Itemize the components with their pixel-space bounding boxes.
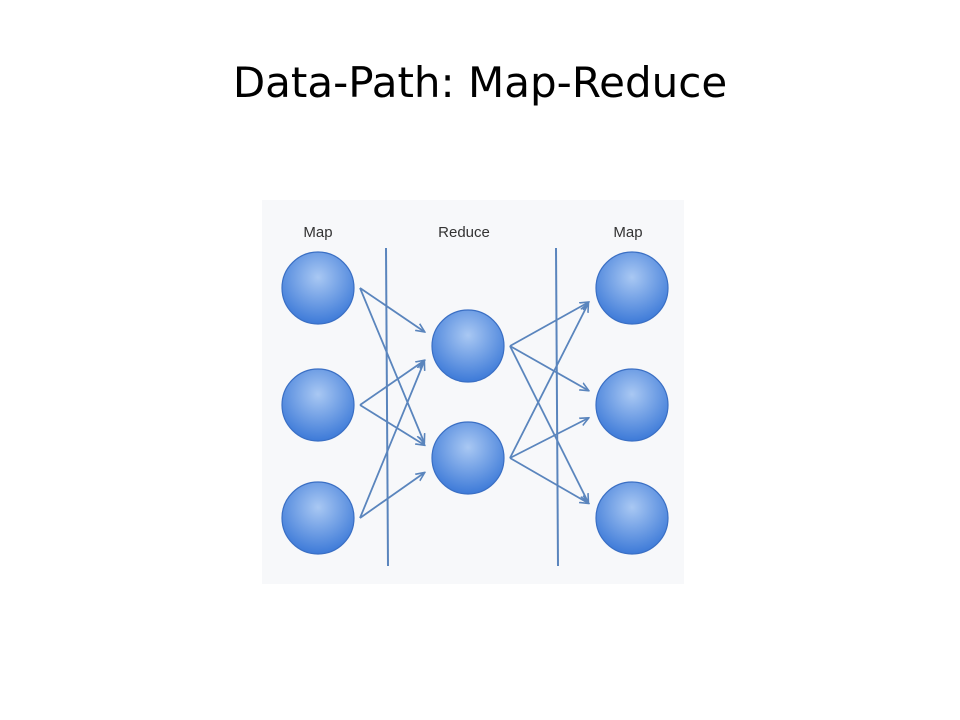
column-label-map-output: Map (613, 224, 642, 241)
stage-divider-2 (555, 247, 559, 567)
edge-map1-node-3-to-reduce-node-1 (359, 362, 424, 519)
reduce-node-2 (431, 421, 505, 495)
map1-node-1 (281, 251, 355, 325)
edge-reduce-node-1-to-map2-node-1 (509, 303, 588, 347)
map2-node-2 (595, 368, 669, 442)
edge-map1-node-2-to-reduce-node-2 (359, 404, 424, 445)
edge-map1-node-1-to-reduce-node-2 (359, 287, 424, 442)
map1-node-2 (281, 368, 355, 442)
edge-reduce-node-2-to-map2-node-2 (509, 418, 588, 459)
diagram-canvas: Map Reduce Map (262, 200, 684, 584)
column-label-reduce: Reduce (438, 224, 490, 241)
column-label-map-input: Map (303, 224, 332, 241)
stage-divider-1 (385, 247, 389, 567)
edge-reduce-node-1-to-map2-node-3 (509, 345, 588, 502)
edge-map1-node-3-to-reduce-node-2 (359, 473, 424, 519)
edge-reduce-node-2-to-map2-node-1 (509, 304, 588, 459)
edge-reduce-node-1-to-map2-node-2 (509, 345, 588, 390)
map2-node-1 (595, 251, 669, 325)
edge-map1-node-2-to-reduce-node-1 (359, 361, 424, 406)
edge-map1-node-1-to-reduce-node-1 (359, 287, 424, 332)
page-title: Data-Path: Map-Reduce (232, 58, 728, 107)
map1-node-3 (281, 481, 355, 555)
map2-node-3 (595, 481, 669, 555)
reduce-node-1 (431, 309, 505, 383)
edge-reduce-node-2-to-map2-node-3 (509, 457, 588, 503)
map-reduce-diagram: Map Reduce Map (262, 200, 684, 584)
